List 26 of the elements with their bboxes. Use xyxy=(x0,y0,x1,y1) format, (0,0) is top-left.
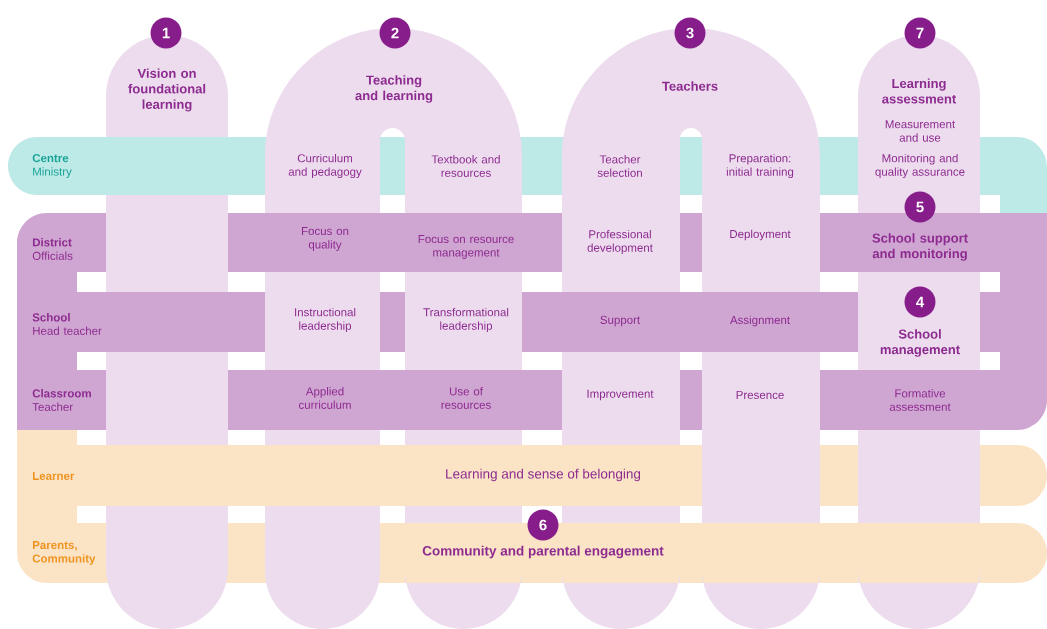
cell-label: Improvement xyxy=(587,389,654,401)
cell-label: Professional development xyxy=(587,229,653,255)
number-badge: 6 xyxy=(527,509,559,541)
number-badge: 7 xyxy=(904,17,936,49)
cell-label: Assignment xyxy=(730,315,790,327)
cell-label: Use of resources xyxy=(441,387,491,409)
cell-label: Presence xyxy=(736,391,784,399)
cell-label: Teacher selection xyxy=(597,155,642,177)
cell-label: Formative assessment xyxy=(889,389,951,411)
cell-label: Textbook and resources xyxy=(431,155,500,177)
node-label: Vision on foundational learning xyxy=(128,68,206,112)
cell-label: Support xyxy=(600,315,641,327)
number-badge: 1 xyxy=(150,17,182,49)
cell-label: Monitoring and quality assurance xyxy=(875,153,965,179)
cell-label: Instructional leadership xyxy=(295,307,356,333)
cell-label: Curriculum and pedagogy xyxy=(288,153,362,179)
cell-label: Applied curriculum xyxy=(299,387,351,409)
cell-label: Transformational leadership xyxy=(423,307,509,333)
component-title: School support and monitoring xyxy=(872,233,968,261)
cell-label: Focus on resource management xyxy=(418,235,514,259)
component-title: School management xyxy=(880,329,960,357)
cell-label: Deployment xyxy=(730,229,791,241)
number-badge: 3 xyxy=(674,17,706,49)
cell-label: Focus on quality xyxy=(302,227,349,251)
cell-label: Preparation: initial training xyxy=(726,153,794,179)
number-badge: 2 xyxy=(379,17,411,49)
